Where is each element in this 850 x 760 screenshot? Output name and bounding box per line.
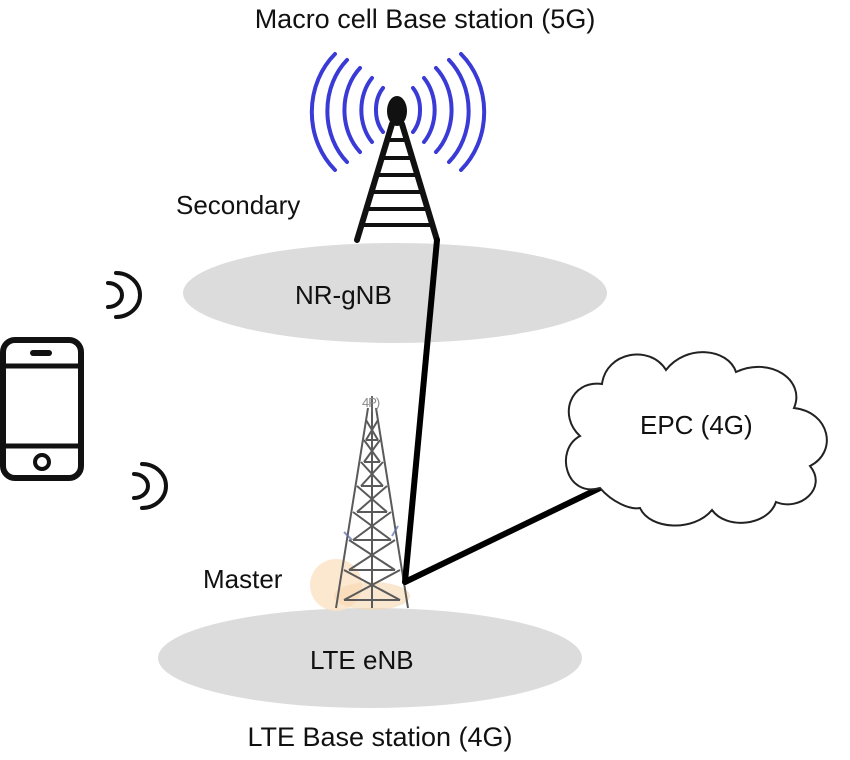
link-enb-gnb [402,237,440,585]
lte-enb-label: LTE eNB [310,645,414,675]
lte-base-station-title: LTE Base station (4G) [247,722,513,752]
lte-enb-cell [158,608,582,708]
master-label: Master [203,564,283,594]
smartphone-icon [0,337,84,481]
secondary-label: Secondary [176,190,301,220]
macro-cell-title: Macro cell Base station (5G) [254,4,596,34]
link-enb-epc [402,484,605,585]
cloud-icon [564,351,828,527]
nr-gnb-cell [183,243,607,343]
epc-label: EPC (4G) [640,410,753,440]
signal-waves-icon [106,271,168,510]
links [402,237,605,585]
tower-tag-label: 4P) [362,395,380,410]
radio-tower-icon [309,52,487,243]
nr-gnb-label: NR-gNB [295,280,392,310]
lattice-tower-icon [310,396,410,611]
